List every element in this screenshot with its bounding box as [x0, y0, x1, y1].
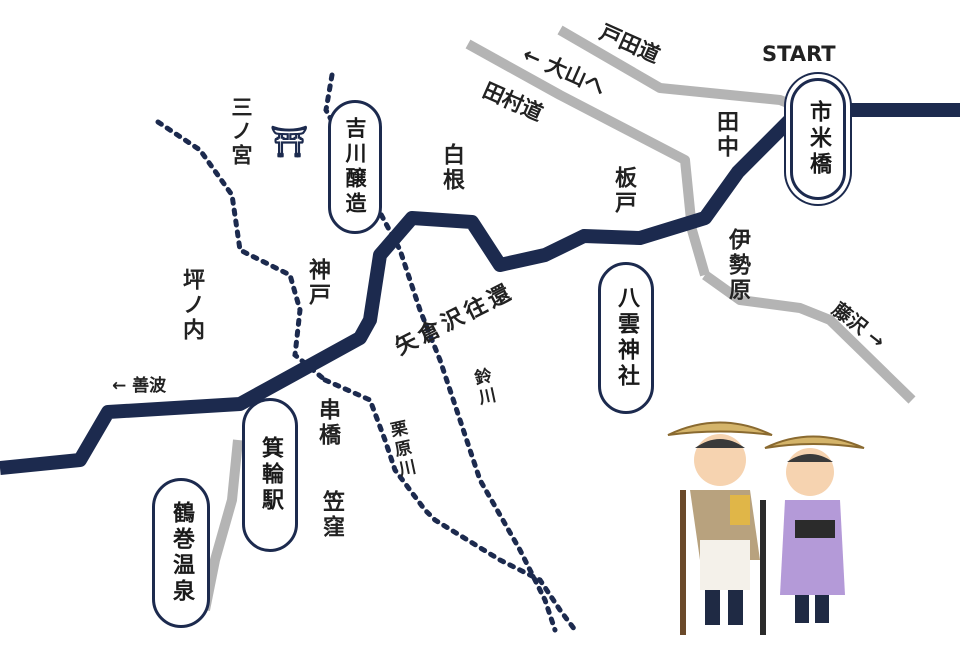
yakumo-jinja-label: 八雲神社 — [614, 286, 639, 390]
itado-label: 板戸 — [611, 166, 636, 216]
yoshikawa-jozo-label: 吉川醸造 — [343, 117, 367, 217]
tamura-road — [465, 39, 710, 277]
tsurumaki-onsen-label: 鶴巻温泉 — [169, 501, 194, 605]
tanaka-label: 田中 — [713, 110, 738, 160]
tsubonouchi-label: 坪ノ内 — [179, 268, 204, 343]
ichiyonebashi-label: 市米橋 — [806, 100, 831, 178]
isehara-label: 伊勢原 — [725, 228, 750, 303]
start-label: START — [762, 42, 836, 66]
shirane-label: 白根 — [439, 143, 464, 193]
kuribara-river — [322, 377, 578, 633]
ichiyonebashi-box: 市米橋 — [790, 78, 846, 200]
stream-sannomiya — [155, 119, 328, 383]
tsurumaki-onsen-box: 鶴巻温泉 — [152, 478, 210, 628]
tsurumaki-spur — [200, 439, 243, 611]
two-pilgrims — [667, 421, 865, 635]
kando-label: 神戸 — [305, 258, 330, 308]
sannomiya-label: 三ノ宮 — [229, 96, 253, 168]
minowa-station-label: 箕輪駅 — [258, 436, 283, 514]
kushibashi-label: 串橋 — [315, 398, 340, 448]
suzukawa-river — [323, 72, 558, 633]
kasakubo-label: 笠窪 — [319, 490, 344, 540]
main-route — [0, 103, 960, 475]
fujisawa-road — [702, 270, 916, 404]
yakumo-jinja-box: 八雲神社 — [598, 262, 654, 414]
zenba-direction-label: ← 善波 — [112, 376, 167, 396]
yoshikawa-jozo-box: 吉川醸造 — [328, 100, 382, 234]
minowa-station-box: 箕輪駅 — [242, 398, 298, 552]
torii-icon: ⛩ — [270, 125, 309, 160]
